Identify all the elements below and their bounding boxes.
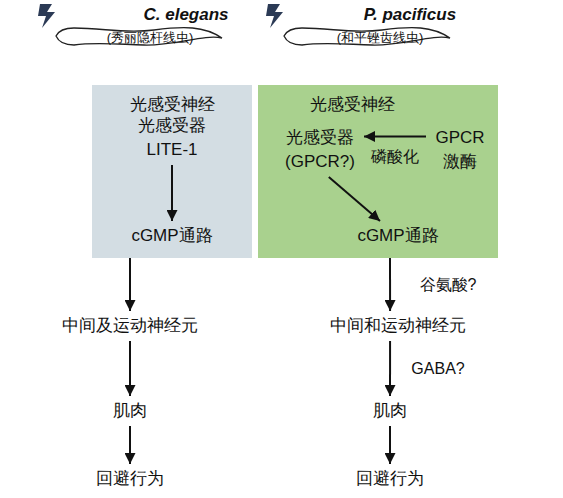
arrow-connector [329, 177, 380, 221]
process-label: 肌肉 [369, 396, 411, 426]
node-text: cGMP通路 [357, 224, 439, 248]
edge-label: GABA? [411, 360, 464, 378]
lightning-bolt [266, 4, 283, 28]
process-label: 回避行为 [92, 464, 168, 494]
node-text: 回避行为 [96, 467, 164, 491]
node-text: 中间及运动神经元 [62, 314, 198, 338]
process-label: 光感受器 (GPCR?) [276, 123, 364, 177]
process-label: cGMP通路 [127, 221, 217, 251]
node-text: 光感受器 (GPCR?) [280, 126, 360, 174]
process-label: GPCR 激酶 [426, 123, 494, 177]
species-label: (秀丽隐杆线虫) [107, 29, 194, 47]
node-text: cGMP通路 [131, 224, 213, 248]
species-label: P. pacificus [364, 5, 456, 25]
species-label: C. elegans [143, 5, 228, 25]
node-text: GPCR 激酶 [430, 126, 490, 174]
neuron-band: 光感受神经光感受器 (GPCR?) GPCR 激酶 cGMP通路 [258, 85, 498, 258]
edge-label: 谷氨酸? [420, 274, 477, 295]
lightning-bolt [38, 4, 55, 28]
process-label: 中间和运动神经元 [326, 311, 470, 341]
node-text: 肌肉 [373, 399, 407, 423]
band-heading: 光感受神经 [258, 93, 498, 117]
process-label: cGMP通路 [353, 221, 443, 251]
process-label: 回避行为 [352, 464, 428, 494]
arrow-connector [129, 341, 131, 396]
process-label: 光感受器 LITE-1 [130, 111, 214, 165]
node-text: 光感受器 LITE-1 [134, 114, 210, 162]
process-label: 中间及运动神经元 [58, 311, 202, 341]
arrow-connector [171, 165, 173, 221]
node-text: 肌肉 [113, 399, 147, 423]
neuron-band: 光感受神经光感受器 LITE-1 cGMP通路 [92, 85, 252, 258]
arrow-connector [129, 426, 131, 464]
node-text: 中间和运动神经元 [330, 314, 466, 338]
process-label: 肌肉 [109, 396, 151, 426]
edge-label: 磷酸化 [371, 146, 419, 167]
species-label: (和平锉齿线虫) [337, 29, 424, 47]
arrow-connector [389, 426, 391, 464]
band-heading: 光感受神经 [92, 93, 252, 117]
arrow-connector [364, 136, 426, 138]
node-text: 回避行为 [356, 467, 424, 491]
arrow-connector [129, 258, 131, 311]
arrow-connector [389, 258, 391, 311]
arrow-connector [389, 341, 391, 396]
